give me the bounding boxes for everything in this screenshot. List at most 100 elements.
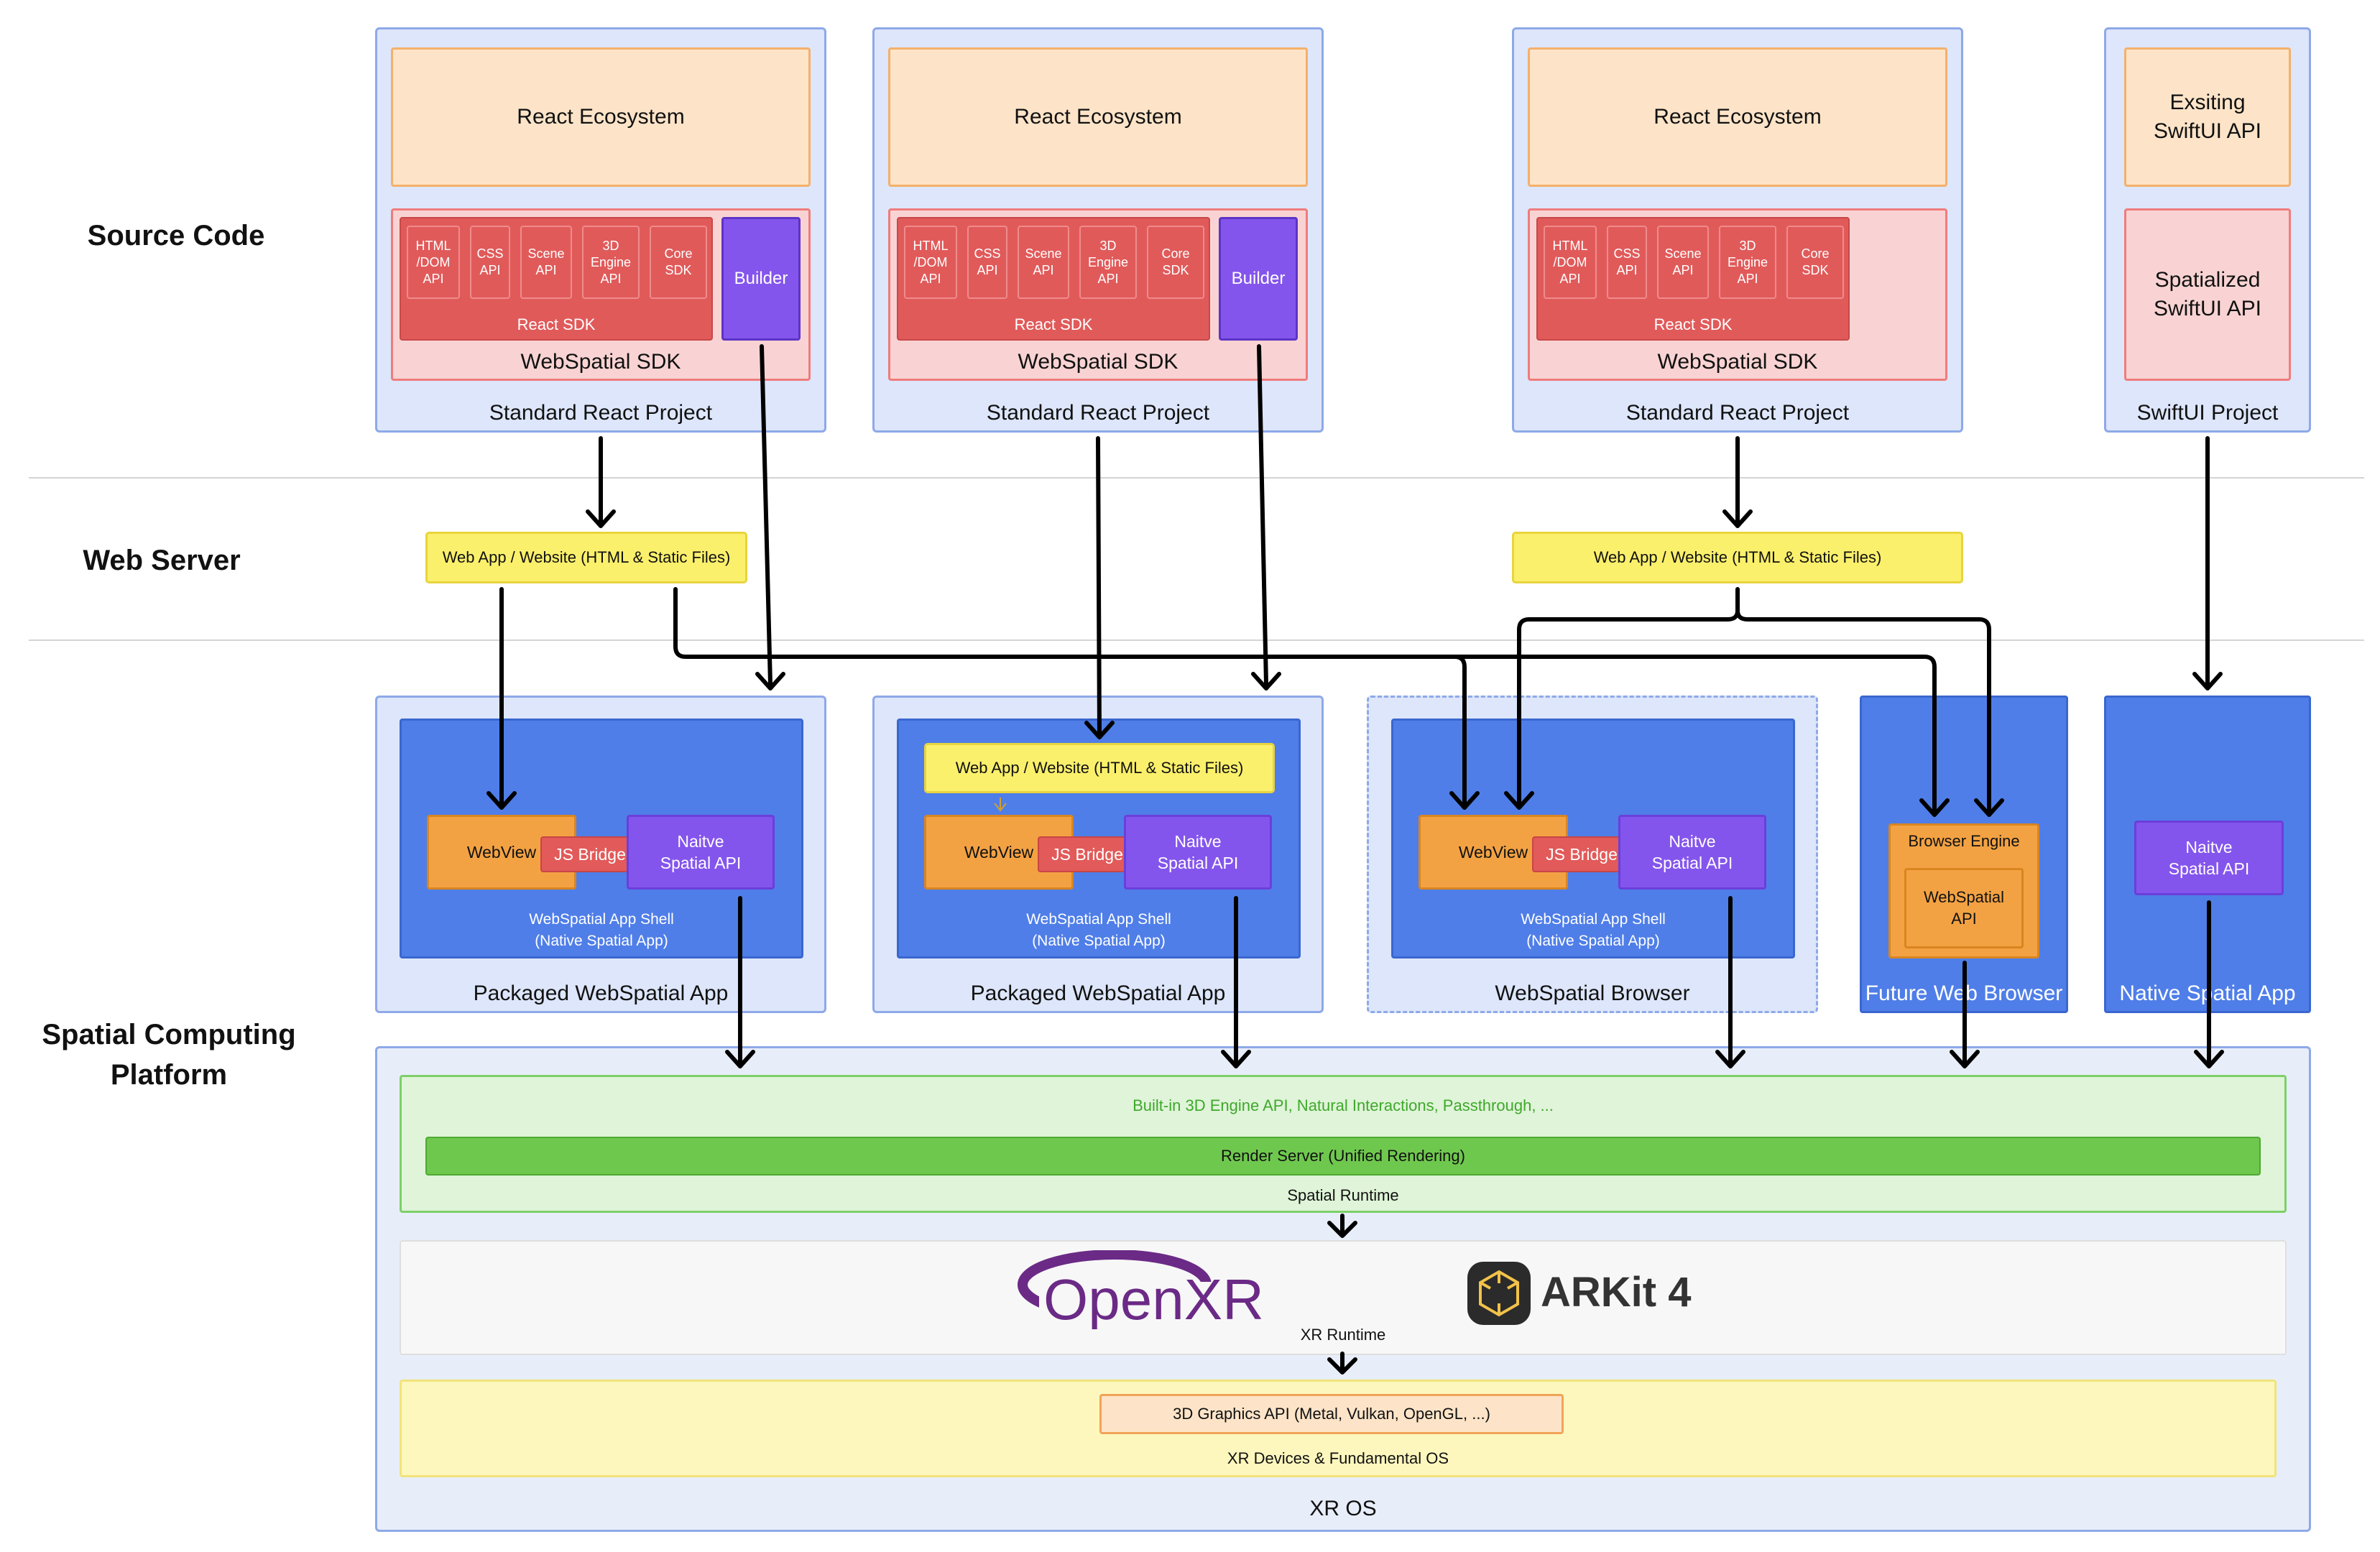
openxr-logo-text: OpenXR xyxy=(1043,1267,1264,1329)
api-html-dom-1: HTML /DOM API xyxy=(407,226,460,299)
api-core-sdk-3: Core SDK xyxy=(1786,226,1844,299)
webspatial-sdk-label-1: WebSpatial SDK xyxy=(520,350,681,374)
separator-web-platform xyxy=(29,639,2364,641)
builtin-apis: Built-in 3D Engine API, Natural Interact… xyxy=(1133,1096,1554,1114)
arrowhead-18 xyxy=(1327,1357,1357,1375)
api-css-2: CSS API xyxy=(967,226,1007,299)
webspatial-sdk-label-3: WebSpatial SDK xyxy=(1657,350,1818,374)
app-shell-caption-2: WebSpatial App Shell (Native Spatial App… xyxy=(897,907,1301,954)
spatial-runtime-label: Spatial Runtime xyxy=(1287,1186,1399,1204)
arrow-builder2-to-app2 xyxy=(1257,344,1268,686)
api-core-sdk-1: Core SDK xyxy=(650,226,707,299)
arrowhead-13 xyxy=(1221,1050,1251,1068)
webspatial-sdk-label-2: WebSpatial SDK xyxy=(1018,350,1179,374)
arrowhead-5 xyxy=(1251,672,1281,690)
layer-title-line-2: Platform xyxy=(110,1059,228,1091)
arrowhead-10 xyxy=(1974,798,2004,817)
react-sdk-label-1: React SDK xyxy=(517,315,596,333)
api-core-sdk-2: Core SDK xyxy=(1147,226,1204,299)
arrowhead-16 xyxy=(2194,1050,2224,1068)
arrowhead-15 xyxy=(1950,1050,1980,1068)
arkit-label: ARKit 4 xyxy=(1541,1269,1692,1316)
arrow-web2-to-engine xyxy=(1735,609,1991,814)
layer-title-line-1: Spatial Computing xyxy=(42,1019,296,1050)
native-spatial-api-4: Naitve Spatial API xyxy=(2134,821,2284,895)
app-shell-caption-3: WebSpatial App Shell (Native Spatial App… xyxy=(1391,907,1795,954)
spatialized-swiftui-api: Spatialized SwiftUI API xyxy=(2124,208,2291,381)
separator-source-web xyxy=(29,477,2364,479)
react-ecosystem-1: React Ecosystem xyxy=(391,47,811,187)
standard-react-project-label-2: Standard React Project xyxy=(986,401,1210,425)
arrow-embedded-web-to-webview xyxy=(994,798,1007,812)
api-css-1: CSS API xyxy=(470,226,510,299)
web-app-1: Web App / Website (HTML & Static Files) xyxy=(425,532,747,583)
app-shell-caption-line-1: WebSpatial App Shell xyxy=(1026,911,1171,928)
js-bridge-1: JS Bridge xyxy=(540,836,640,872)
arrow-project2-to-webapp xyxy=(1096,436,1102,736)
app-shell-caption-line-2: (Native Spatial App) xyxy=(1032,933,1166,949)
arrow-web2-to-webview3 xyxy=(1517,587,1740,807)
xr-runtime-label: XR Runtime xyxy=(1300,1326,1386,1344)
arkit-icon xyxy=(1465,1259,1533,1328)
app-shell-caption-line-2: (Native Spatial App) xyxy=(535,933,668,949)
native-spatial-api-2: Naitve Spatial API xyxy=(1124,815,1272,890)
arrowhead-7 xyxy=(1722,509,1753,528)
arrowhead-9 xyxy=(1919,798,1950,817)
app-shell-caption-line-1: WebSpatial App Shell xyxy=(1521,911,1666,928)
builder-2: Builder xyxy=(1219,217,1298,341)
arrowhead-17 xyxy=(1327,1221,1357,1238)
standard-react-project-label-1: Standard React Project xyxy=(489,401,713,425)
packaged-app-label-1: Packaged WebSpatial App xyxy=(473,981,729,1005)
webview-1: WebView xyxy=(427,815,576,890)
swiftui-project-label: SwiftUI Project xyxy=(2136,401,2279,425)
arrowhead-2 xyxy=(486,791,517,810)
openxr-logo: OpenXR xyxy=(1018,1250,1269,1331)
webspatial-browser-label: WebSpatial Browser xyxy=(1495,981,1690,1005)
react-ecosystem-3: React Ecosystem xyxy=(1528,47,1947,187)
native-spatial-api-3: Naitve Spatial API xyxy=(1618,815,1766,890)
web-app-embedded: Web App / Website (HTML & Static Files) xyxy=(924,743,1275,793)
arrow-builder1-to-app1 xyxy=(760,344,772,686)
web-app-2: Web App / Website (HTML & Static Files) xyxy=(1512,532,1963,583)
graphics-api: 3D Graphics API (Metal, Vulkan, OpenGL, … xyxy=(1099,1394,1564,1434)
react-sdk-label-3: React SDK xyxy=(1653,315,1733,333)
api-scene-3: Scene API xyxy=(1657,226,1709,299)
js-bridge-3: JS Bridge xyxy=(1532,836,1631,872)
arrowhead-6 xyxy=(1449,791,1480,810)
native-spatial-api-1: Naitve Spatial API xyxy=(627,815,775,890)
arrowhead-1 xyxy=(586,509,616,528)
arrow-web1-to-engine xyxy=(1452,655,1937,814)
existing-swiftui-api: Exsiting SwiftUI API xyxy=(2124,47,2291,187)
arrowhead-12 xyxy=(725,1050,755,1068)
arrow-web1-to-browser xyxy=(673,587,1467,807)
layer-title-source-code: Source Code xyxy=(87,220,265,251)
arrowhead-14 xyxy=(1715,1050,1745,1068)
api-scene-1: Scene API xyxy=(520,226,572,299)
layer-title-web-server: Web Server xyxy=(83,545,241,576)
api-html-dom-3: HTML /DOM API xyxy=(1544,226,1597,299)
app-shell-caption-line-1: WebSpatial App Shell xyxy=(529,911,674,928)
react-ecosystem-2: React Ecosystem xyxy=(888,47,1308,187)
app-shell-caption-1: WebSpatial App Shell (Native Spatial App… xyxy=(400,907,803,954)
xr-devices-label: XR Devices & Fundamental OS xyxy=(1227,1449,1449,1467)
api-3d-engine-2: 3D Engine API xyxy=(1079,226,1137,299)
arrowhead-8 xyxy=(1504,791,1534,810)
builder-1: Builder xyxy=(721,217,801,341)
api-scene-2: Scene API xyxy=(1018,226,1069,299)
webview-3: WebView xyxy=(1419,815,1568,890)
api-css-3: CSS API xyxy=(1607,226,1647,299)
arrowhead-3 xyxy=(755,672,785,690)
layer-title-spatial-platform: Spatial Computing Platform xyxy=(29,1015,309,1095)
browser-engine-label: Browser Engine xyxy=(1908,832,2020,850)
app-shell-caption-line-2: (Native Spatial App) xyxy=(1526,933,1660,949)
xr-os-label: XR OS xyxy=(1309,1497,1377,1520)
arrowhead-4 xyxy=(1084,721,1115,739)
webspatial-api: WebSpatial API xyxy=(1904,868,2024,948)
xr-runtime xyxy=(400,1240,2287,1355)
api-3d-engine-1: 3D Engine API xyxy=(582,226,640,299)
api-html-dom-2: HTML /DOM API xyxy=(904,226,957,299)
render-server: Render Server (Unified Rendering) xyxy=(425,1137,2261,1175)
packaged-app-label-2: Packaged WebSpatial App xyxy=(970,981,1226,1005)
standard-react-project-label-3: Standard React Project xyxy=(1625,401,1850,425)
